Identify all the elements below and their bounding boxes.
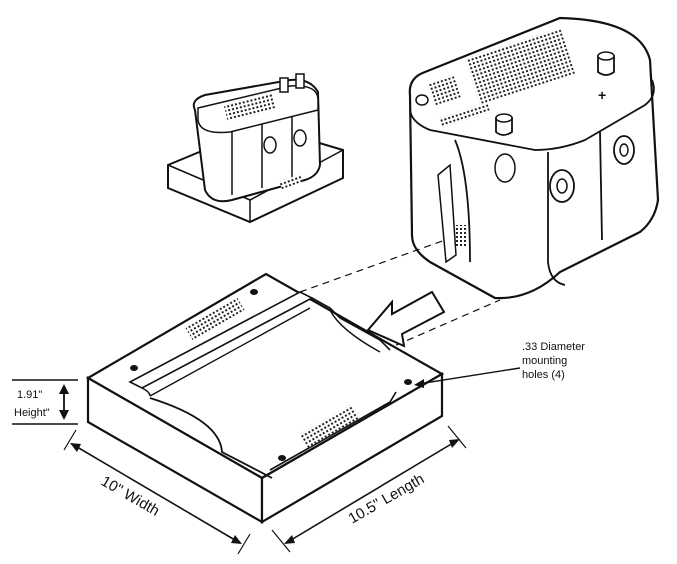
plus-sign-icon: + (598, 87, 606, 103)
height-label-line1: 1.91" (17, 389, 42, 401)
insert-direction-arrow-icon (366, 290, 446, 348)
alignment-lines (299, 239, 501, 351)
terminal-positive-icon (597, 55, 615, 76)
height-label-line2: Height" (14, 407, 50, 419)
tray-emboss-text (300, 404, 360, 448)
width-label: 10" Width (98, 473, 162, 520)
tray-emboss-text (185, 297, 245, 341)
holes-label-line3: holes (4) (522, 369, 565, 381)
mounting-hole-icon (278, 455, 286, 461)
large-battery-label (465, 27, 575, 105)
small-battery-on-tray (167, 73, 344, 224)
small-terminal-icon (279, 77, 289, 93)
large-battery: + (408, 16, 660, 300)
mounting-holes-callout: .33 Diameter mounting holes (4) (414, 341, 585, 388)
length-label: 10.5" Length (346, 470, 428, 527)
holes-label-line2: mounting (522, 355, 567, 367)
mounting-hole-icon (250, 289, 258, 295)
mounting-tray (85, 272, 445, 524)
small-battery-label (223, 92, 277, 122)
holes-label-line1: .33 Diameter (522, 341, 585, 353)
mounting-hole-icon (130, 365, 138, 371)
large-battery-body (408, 16, 660, 300)
height-dimension: 1.91" Height" (12, 379, 78, 425)
mounting-hole-icon (404, 379, 412, 385)
